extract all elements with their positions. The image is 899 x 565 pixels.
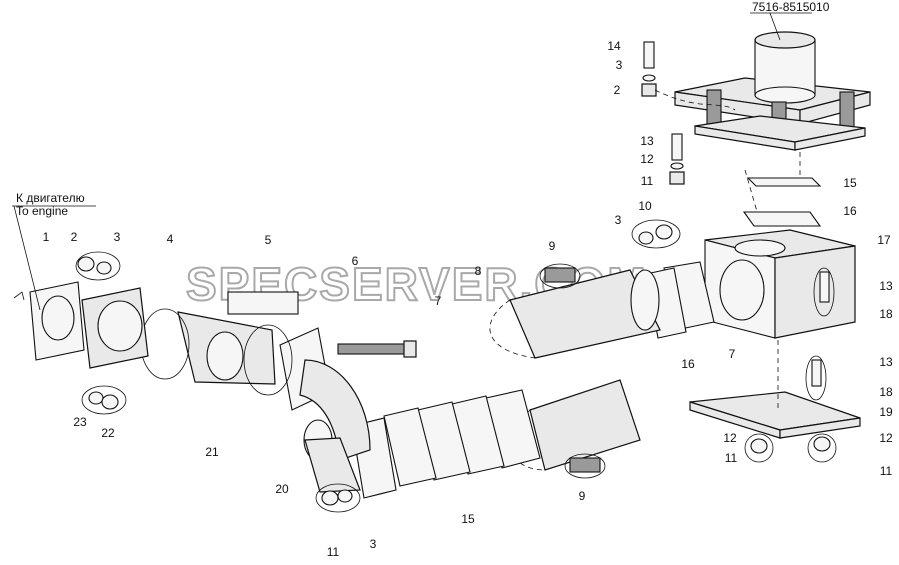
callout-c18a: 18 [879, 307, 893, 321]
callout-c13c: 13 [879, 355, 893, 369]
nut-22 [101, 394, 119, 410]
callout-c3c: 3 [615, 213, 622, 227]
callout-c20: 20 [275, 482, 289, 496]
callout-c8: 8 [475, 264, 482, 278]
callout-c13b: 13 [879, 279, 893, 293]
washer-23 [88, 391, 104, 405]
callout-c11c: 11 [880, 464, 893, 478]
washer-3-left [638, 231, 654, 245]
callout-c1: 1 [43, 230, 50, 244]
clamp-21-left [140, 308, 190, 380]
callout-c7a: 7 [435, 294, 442, 308]
callout-c2: 2 [71, 230, 78, 244]
callout-c12c: 12 [879, 431, 893, 445]
callout-c17: 17 [877, 233, 891, 247]
junction-box-17 [704, 229, 856, 339]
callout-c10: 10 [638, 199, 652, 213]
bracket-19 [689, 391, 861, 439]
callout-c13a: 13 [640, 134, 654, 148]
flange-gasket-stack-15 [351, 389, 541, 499]
assembly-number-label: 7516-8515010 [752, 0, 830, 14]
callout-c5: 5 [265, 233, 272, 247]
gasket-16-top [742, 211, 822, 227]
nut-12-right [813, 436, 831, 452]
callout-c11a: 11 [641, 174, 654, 188]
silencer-outlet-assembly [674, 31, 871, 151]
exhaust-pipe-lower [529, 379, 641, 471]
callout-c22: 22 [101, 426, 115, 440]
callout-c19: 19 [879, 405, 893, 419]
exhaust-elbow-20 [279, 327, 371, 493]
flexible-pipe-5 [177, 291, 299, 385]
callout-c4: 4 [167, 232, 174, 246]
callout-c12b: 12 [723, 431, 737, 445]
nut-2-left [77, 256, 95, 272]
callout-c3a: 3 [114, 230, 121, 244]
callout-c9a: 9 [549, 239, 556, 253]
direction-label-en: To engine [16, 204, 68, 218]
bolt-13-right [819, 271, 830, 303]
clamp-21-right [243, 324, 293, 396]
callout-c7b: 7 [729, 347, 736, 361]
nut-11-lower [321, 490, 339, 506]
callout-c12a: 12 [640, 152, 654, 166]
stud-9-upper [544, 267, 576, 283]
bolt-13-lower [811, 359, 822, 387]
stud-6 [337, 343, 409, 355]
callout-c11d: 11 [327, 545, 340, 559]
callout-c15b: 15 [461, 512, 475, 526]
callout-c11b: 11 [725, 451, 738, 465]
gasket-15-top [746, 177, 822, 187]
washer-3-lower [337, 489, 353, 503]
callout-c16b: 16 [681, 357, 695, 371]
callout-c14: 14 [607, 39, 621, 53]
callout-c3b: 3 [616, 58, 623, 72]
nut-10 [655, 224, 673, 240]
nut-12-left [750, 438, 768, 454]
callout-c21: 21 [205, 445, 219, 459]
callout-c2b: 2 [614, 83, 621, 97]
direction-label-ru: К двигателю [16, 191, 85, 205]
callout-c6: 6 [352, 254, 359, 268]
exhaust-pipe-8-upper [509, 269, 661, 359]
callout-c16a: 16 [843, 204, 857, 218]
callout-c3d: 3 [370, 537, 377, 551]
callout-c23: 23 [73, 415, 87, 429]
bolt-set-top [641, 41, 685, 185]
stud-9-lower [569, 457, 601, 473]
callout-c18b: 18 [879, 385, 893, 399]
washer-3-left-upper [96, 261, 112, 275]
callout-c15a: 15 [843, 176, 857, 190]
callout-c9b: 9 [579, 489, 586, 503]
